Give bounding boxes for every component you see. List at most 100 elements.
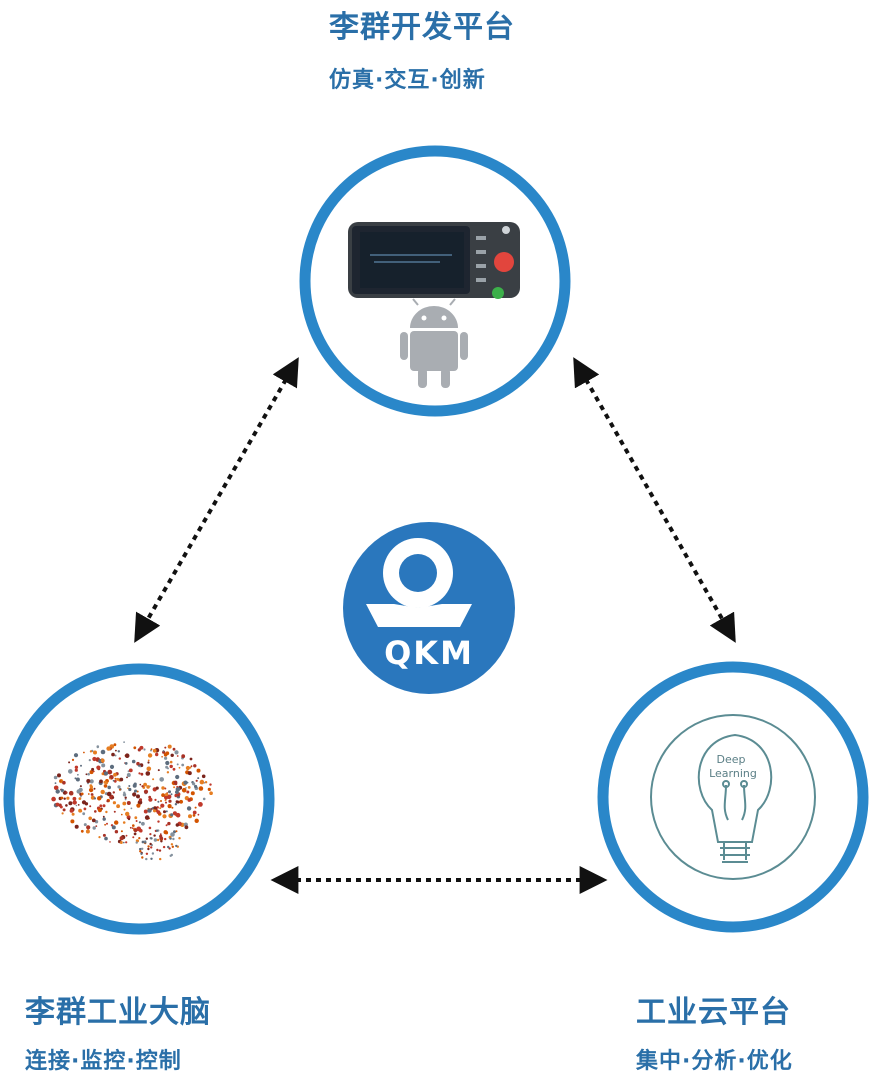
brain-dot (101, 763, 106, 768)
brain-dot (139, 850, 142, 853)
brain-dot (192, 782, 196, 786)
brain-dot (135, 820, 138, 822)
brain-dot (187, 786, 191, 789)
brain-dot (138, 772, 141, 775)
brain-dot (79, 785, 82, 788)
brain-dot (171, 845, 174, 848)
brain-dot (143, 809, 148, 814)
brain-dot (102, 817, 106, 821)
brain-dot (209, 791, 213, 795)
brain-dot (93, 750, 97, 755)
brain-dot (113, 772, 117, 777)
brain-dot (141, 847, 144, 850)
brain-dot (149, 842, 152, 846)
brain-dot (88, 759, 91, 762)
brain-dot (157, 800, 160, 803)
brain-dot (159, 833, 162, 836)
brain-dot (141, 840, 145, 844)
brain-dot (176, 755, 179, 757)
brain-dot (192, 810, 197, 815)
brain-dot (175, 844, 178, 848)
brain-dot (138, 798, 143, 802)
brain-dot (147, 845, 150, 848)
brain-dot (155, 786, 159, 790)
brain-dot (78, 797, 82, 800)
brain-dot (92, 826, 96, 830)
brain-dot (125, 811, 130, 817)
brain-dot (147, 753, 153, 758)
brain-dot (197, 813, 200, 816)
brain-dot (160, 840, 163, 843)
brain-dot (168, 799, 172, 803)
brain-dot (113, 810, 116, 813)
bottom-right-node-circle (597, 661, 869, 933)
brain-dot (109, 777, 111, 780)
brain-dot (169, 760, 173, 764)
brain-dot (112, 791, 116, 794)
brain-dot (126, 801, 131, 805)
brain-dot (85, 773, 88, 776)
top-node-subtitle: 仿真·交互·创新 (329, 68, 486, 93)
brain-dot (69, 808, 74, 813)
brain-dot (185, 787, 187, 789)
brain-dot (118, 757, 122, 760)
brain-dot (114, 830, 119, 834)
brain-dot (106, 746, 111, 751)
brain-dot (60, 788, 64, 792)
brain-dot (141, 821, 145, 826)
brain-dot (59, 805, 63, 809)
brain-dot (157, 820, 160, 823)
brain-dot (91, 767, 95, 771)
brain-dot (124, 796, 127, 799)
brain-dot (135, 841, 138, 844)
brain-dot (132, 783, 137, 788)
brain-dot (128, 785, 131, 787)
brain-dot (163, 753, 168, 757)
brain-dot (188, 814, 192, 819)
brain-dot (107, 769, 113, 775)
brain-dot (134, 789, 138, 793)
brain-dot (97, 808, 102, 813)
brain-dot (53, 775, 58, 780)
brain-dot (136, 790, 139, 793)
brain-dot (165, 801, 167, 804)
brain-dot (89, 779, 94, 784)
brain-dot (170, 753, 174, 757)
brain-dot (100, 789, 105, 795)
brain-dot (74, 824, 79, 829)
brain-dot (60, 796, 64, 800)
brain-dot (173, 780, 178, 785)
brain-dot (102, 815, 105, 818)
brain-dot (116, 777, 120, 781)
brain-dot (144, 815, 150, 820)
brain-dot (93, 787, 96, 790)
brain-dot (57, 773, 61, 778)
brain-dot (96, 765, 101, 770)
brain-dot (163, 810, 166, 814)
brain-dot (130, 807, 133, 810)
brain-dot (113, 779, 117, 783)
brain-dot (116, 804, 120, 809)
brain-dot (124, 762, 128, 765)
brain-dot (140, 852, 143, 855)
brain-dot (63, 797, 66, 800)
brain-dot (109, 764, 115, 770)
brain-dot (124, 798, 127, 801)
brain-dot (199, 779, 205, 785)
brain-dot (106, 791, 112, 797)
bottom-left-node-subtitle: 连接·监控·控制 (25, 1049, 182, 1074)
brain-dot (111, 825, 116, 830)
brain-dot (136, 826, 142, 832)
brain-dot (106, 799, 109, 803)
brain-dot (153, 834, 156, 837)
brain-dot (82, 812, 86, 816)
brain-dot (113, 743, 117, 747)
brain-dot (89, 805, 92, 808)
brain-dot (187, 798, 192, 802)
brain-dot (176, 763, 179, 766)
brain-dot (159, 836, 164, 841)
brain-dot (95, 825, 98, 827)
brain-dot (80, 792, 84, 796)
brain-dot (119, 777, 124, 782)
